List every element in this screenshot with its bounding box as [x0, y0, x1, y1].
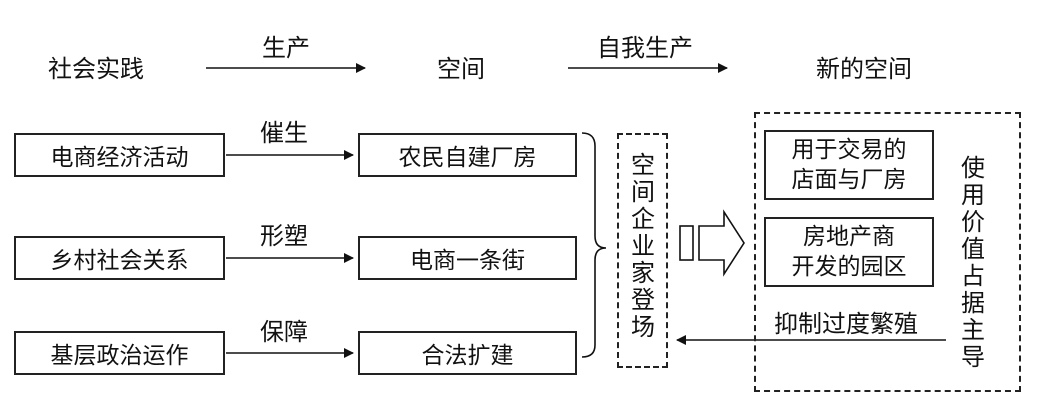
source-label: 乡村社会关系	[50, 248, 189, 274]
source-box-ecommerce: 电商经济活动	[14, 133, 225, 177]
header-self-produce-label: 自我生产	[597, 34, 693, 62]
feedback-label: 抑制过度繁殖	[774, 310, 918, 338]
space-entrepreneur-box	[617, 133, 668, 368]
header-produce-label: 生产	[262, 34, 310, 62]
block-arrow-head	[698, 209, 745, 277]
header-space: 空间	[437, 55, 485, 83]
source-box-social-relations: 乡村社会关系	[14, 236, 225, 280]
use-value-dominant-label: 使用价值占据主导	[961, 154, 985, 371]
box-line: 开发的园区	[791, 254, 907, 280]
result-label: 电商一条街	[410, 248, 525, 274]
result-box-legal-expansion: 合法扩建	[358, 331, 577, 375]
result-label: 农民自建厂房	[398, 145, 537, 171]
new-space-region	[754, 112, 1021, 392]
box-line: 房地产商	[803, 224, 895, 250]
box-developer-park: 房地产商 开发的园区	[764, 217, 934, 287]
result-box-ecommerce-street: 电商一条街	[358, 236, 577, 280]
header-social-practice: 社会实践	[48, 55, 144, 83]
box-trading-storefront: 用于交易的 店面与厂房	[764, 130, 934, 200]
verb-label-1: 催生	[260, 119, 308, 147]
box-line: 店面与厂房	[791, 167, 907, 193]
block-arrow-stem	[679, 225, 694, 261]
header-new-space: 新的空间	[816, 55, 912, 83]
source-label: 电商经济活动	[50, 145, 189, 171]
verb-label-2: 形塑	[260, 222, 308, 250]
box-line: 用于交易的	[791, 137, 907, 163]
source-label: 基层政治运作	[50, 343, 189, 369]
space-entrepreneur-label: 空间企业家登场	[631, 151, 655, 341]
verb-label-3: 保障	[260, 318, 308, 346]
result-box-self-built-factory: 农民自建厂房	[358, 133, 577, 177]
source-box-grassroots-politics: 基层政治运作	[14, 331, 225, 375]
grouping-brace	[581, 132, 607, 358]
result-label: 合法扩建	[421, 343, 514, 369]
